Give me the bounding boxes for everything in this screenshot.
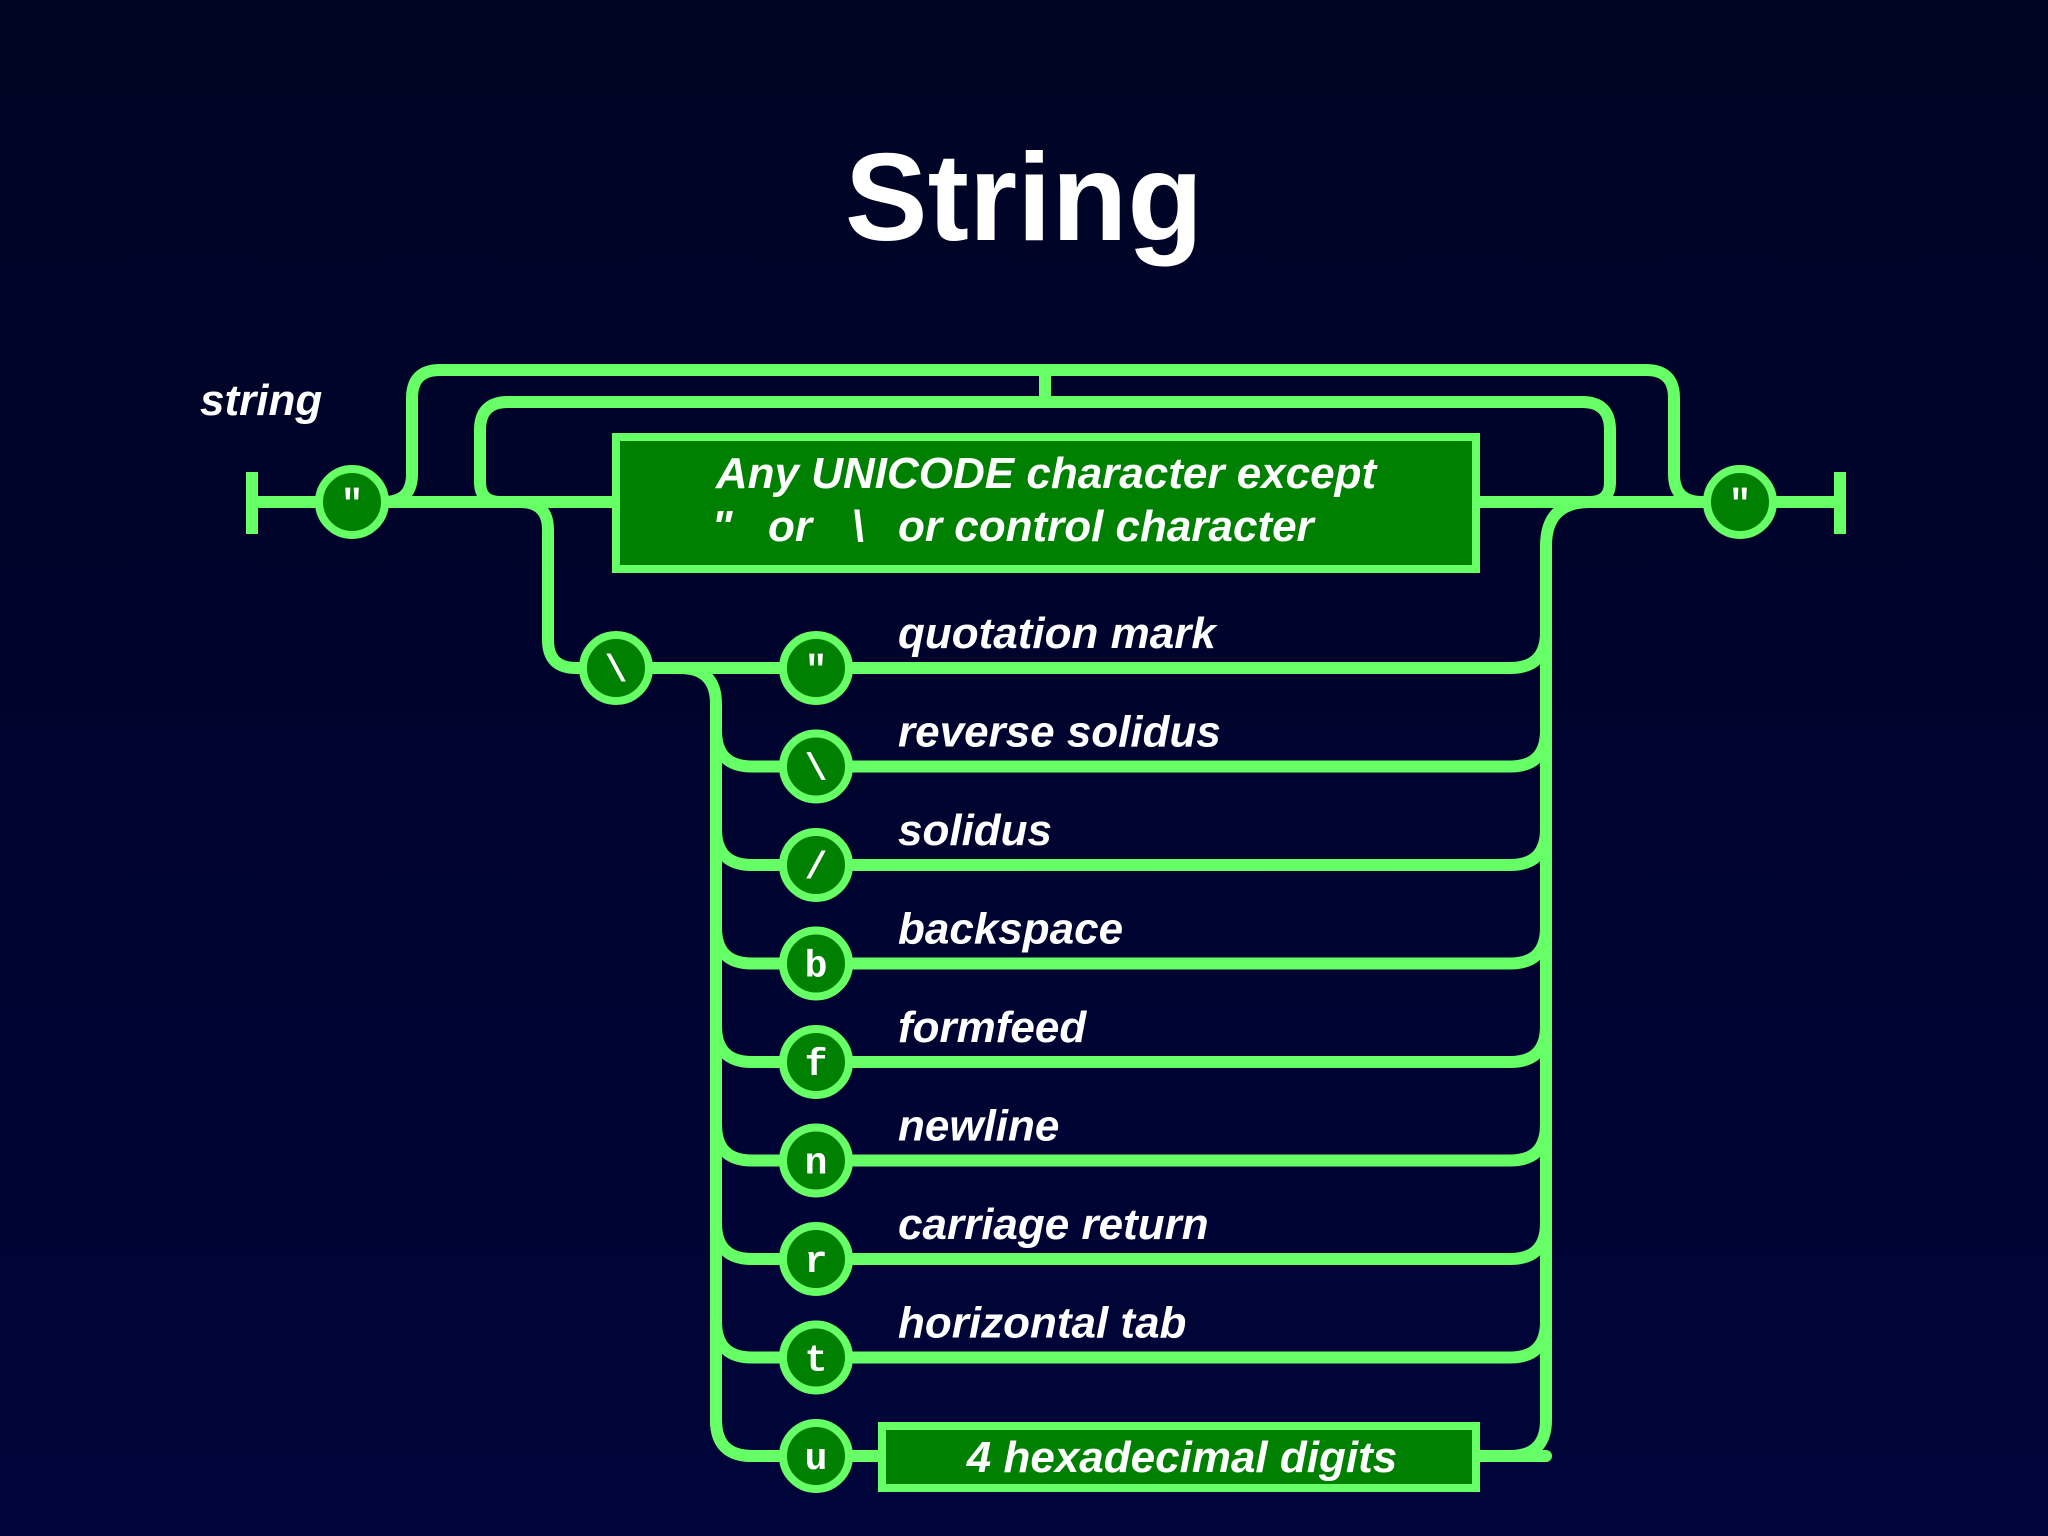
rule-name-label: string	[200, 376, 322, 425]
escape-row: t horizontal tab	[710, 1299, 1552, 1395]
escape-char-circle	[779, 1222, 853, 1296]
any-character-box: Any UNICODE character except " or \ or c…	[612, 433, 1480, 573]
track-lines	[246, 364, 1846, 1463]
hex-digits-label: 4 hexadecimal digits	[966, 1433, 1397, 1482]
hex-digits-box: 4 hexadecimal digits	[878, 1422, 1480, 1492]
escape-row-branch-in	[710, 1217, 790, 1265]
page-title: String	[845, 129, 1203, 267]
opening-quote-circle	[315, 465, 389, 539]
escape-char-description: formfeed	[898, 1003, 1087, 1052]
escape-backslash-glyph: \	[605, 650, 628, 693]
escape-char-circle	[779, 926, 853, 1001]
escape-row-line-out	[843, 1020, 1552, 1068]
escape-char-glyph: r	[805, 1241, 828, 1284]
opening-quote-terminal: "	[315, 465, 389, 539]
escape-char-circle	[779, 631, 853, 705]
hex-digits-rect	[878, 1422, 1480, 1492]
escape-row: f formfeed	[710, 1003, 1552, 1099]
escape-char-description: solidus	[898, 806, 1052, 855]
escape-row-line-out	[843, 1217, 1552, 1265]
escape-backslash-terminal: \	[579, 631, 653, 705]
closing-quote-terminal: "	[1703, 465, 1777, 539]
escape-char-circle	[779, 729, 853, 804]
escape-row: " quotation mark	[779, 609, 1552, 705]
escape-row: n newline	[710, 1102, 1552, 1198]
escape-row: / solidus	[710, 806, 1552, 902]
escape-char-glyph: u	[805, 1438, 828, 1481]
escape-row-line-out	[843, 921, 1552, 970]
escape-char-description: newline	[898, 1102, 1059, 1151]
box-line2-rest: or control character	[898, 502, 1317, 551]
escape-row-branch-in	[710, 724, 790, 773]
escape-char-description: quotation mark	[898, 609, 1218, 658]
escape-char-glyph: n	[805, 1143, 828, 1186]
escape-backslash-circle	[579, 631, 653, 705]
escape-row-branch-in	[710, 1315, 790, 1364]
escape-right-spine	[1470, 496, 1596, 1462]
escape-choices: " quotation mark \ reverse solidus / solidus b…	[710, 609, 1552, 1493]
box-or-1: or	[768, 502, 815, 551]
escape-row-branch-in	[710, 921, 790, 970]
box-quote-glyph: "	[712, 502, 734, 551]
escape-row-line-out	[843, 1315, 1552, 1364]
escape-row-line-out	[843, 626, 1552, 674]
escape-row: b backspace	[710, 905, 1552, 1001]
escape-row-line-out	[843, 823, 1552, 871]
escape-char-glyph: /	[805, 847, 828, 890]
escape-row-branch-in	[710, 1020, 790, 1068]
escape-char-glyph: \	[805, 749, 828, 792]
any-character-line1: Any UNICODE character except	[715, 449, 1379, 498]
escape-row-branch-in	[710, 1118, 790, 1167]
escape-char-circle	[779, 1419, 853, 1493]
closing-quote-circle	[1703, 465, 1777, 539]
escape-char-description: carriage return	[898, 1200, 1209, 1249]
escape-char-circle	[779, 828, 853, 902]
escape-row: r carriage return	[710, 1200, 1552, 1296]
escape-char-glyph: "	[805, 650, 828, 693]
escape-row: u	[710, 1414, 888, 1493]
escape-char-glyph: f	[805, 1044, 828, 1087]
any-character-rect	[612, 433, 1480, 573]
escape-row-branch-in	[710, 823, 790, 871]
escape-row-line-out	[843, 1118, 1552, 1167]
escape-char-glyph: t	[805, 1340, 828, 1383]
box-backslash-glyph: \	[852, 502, 864, 551]
closing-quote-glyph: "	[1729, 484, 1752, 527]
escape-char-description: horizontal tab	[898, 1299, 1186, 1348]
escape-char-circle	[779, 1320, 853, 1395]
opening-quote-glyph: "	[341, 484, 364, 527]
escape-row-branch-in	[710, 1414, 790, 1462]
escape-char-circle	[779, 1123, 853, 1198]
escape-row: \ reverse solidus	[710, 708, 1552, 804]
escape-char-glyph: b	[805, 946, 828, 989]
escape-char-description: reverse solidus	[898, 708, 1221, 757]
escape-char-circle	[779, 1025, 853, 1099]
escape-row-line-out	[843, 724, 1552, 773]
escape-branch-down	[514, 496, 596, 674]
escape-char-description: backspace	[898, 905, 1123, 954]
